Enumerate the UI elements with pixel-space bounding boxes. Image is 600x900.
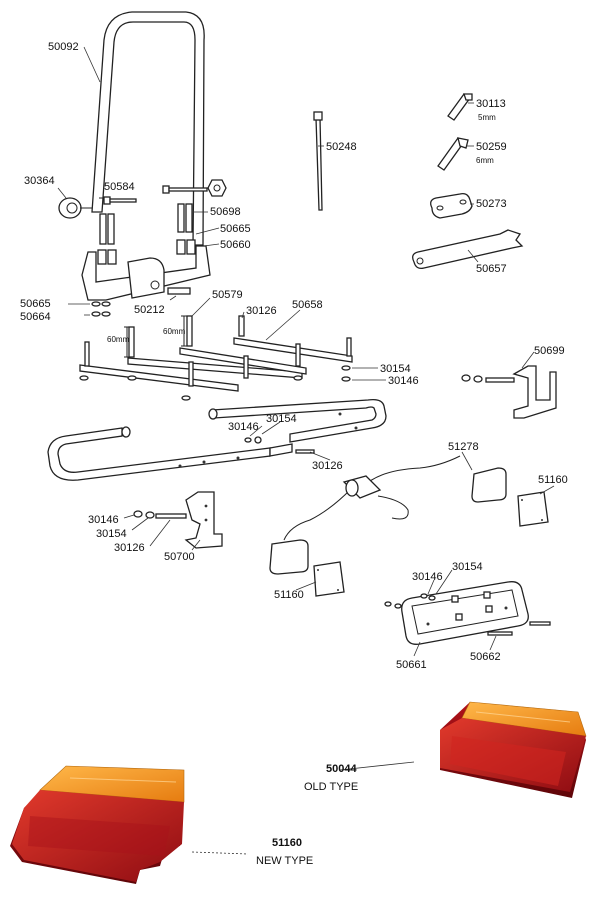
leader-30126-a xyxy=(241,311,245,319)
label-50662: 50662 xyxy=(470,651,501,663)
tubular-frame xyxy=(47,398,387,481)
allen-key-5mm xyxy=(447,93,473,121)
leader-50212 xyxy=(169,295,177,301)
label-30154-left: 30154 xyxy=(96,528,127,540)
label-50665-top: 50665 xyxy=(220,223,251,235)
leader-50699 xyxy=(521,351,535,369)
leader-30146-c xyxy=(123,514,135,519)
spanner-plate xyxy=(430,192,473,219)
lens-cover-right xyxy=(517,491,549,527)
leader-51160-new xyxy=(191,851,249,855)
label-30126-top: 30126 xyxy=(246,305,277,317)
leader-50662 xyxy=(489,635,497,651)
dim-6mm: 6mm xyxy=(476,156,494,165)
cable-tie xyxy=(313,111,323,211)
label-50658: 50658 xyxy=(292,299,323,311)
label-30146-mid: 30146 xyxy=(228,421,259,433)
bolt-with-nut xyxy=(162,179,227,197)
leader-51160-a xyxy=(539,485,555,495)
label-30154-lamp: 30154 xyxy=(452,561,483,573)
leader-50044 xyxy=(339,761,415,771)
leader-50092 xyxy=(83,46,101,83)
dim-5mm: 5mm xyxy=(478,113,496,122)
leader-50700 xyxy=(191,539,201,551)
label-50699: 50699 xyxy=(534,345,565,357)
spacers xyxy=(97,239,196,265)
label-50661: 50661 xyxy=(396,659,427,671)
label-50698: 50698 xyxy=(210,206,241,218)
wrench xyxy=(412,229,524,270)
label-50579: 50579 xyxy=(212,289,243,301)
leader-30154-d xyxy=(435,569,453,595)
label-30364: 30364 xyxy=(24,175,55,187)
label-51160-left: 51160 xyxy=(274,589,304,601)
leader-51278 xyxy=(461,451,473,471)
dimension-60mm-a xyxy=(124,326,130,358)
dimension-60mm-b xyxy=(181,315,187,347)
label-50273: 50273 xyxy=(476,198,507,210)
frame-fixings xyxy=(244,436,315,454)
vertical-bolts xyxy=(99,203,193,245)
label-50248: 50248 xyxy=(326,141,357,153)
clamp-plates xyxy=(79,337,353,401)
label-51160-right: 51160 xyxy=(538,474,568,486)
leader-50661 xyxy=(413,641,421,657)
label-30126-left: 30126 xyxy=(114,542,145,554)
label-50092: 50092 xyxy=(48,41,79,53)
leader-50665-top xyxy=(195,227,220,235)
label-51278: 51278 xyxy=(448,441,479,453)
lens-old-type xyxy=(440,701,587,798)
leader-50657 xyxy=(467,249,479,263)
leader-30364 xyxy=(57,187,67,199)
leader-30126-b xyxy=(309,451,331,461)
washers-left xyxy=(91,301,111,317)
leader-50579 xyxy=(191,297,211,317)
leader-30126-c xyxy=(149,519,171,547)
label-50259: 50259 xyxy=(476,141,507,153)
lamp-bracket-left xyxy=(133,491,223,549)
wiring-harness xyxy=(269,455,507,575)
label-30146-right: 30146 xyxy=(388,375,419,387)
long-bolts xyxy=(128,315,245,358)
label-30113: 30113 xyxy=(476,98,506,110)
leader-51160-b xyxy=(295,581,317,591)
label-50665-left: 50665 xyxy=(20,298,51,310)
leader-30146-b xyxy=(249,425,263,437)
leader-30146-d xyxy=(427,579,435,595)
old-type-code: 50044 xyxy=(326,763,357,775)
new-type-label: NEW TYPE xyxy=(256,855,313,867)
lamp-bracket-right xyxy=(461,365,557,419)
label-30126-mid: 30126 xyxy=(312,460,343,472)
label-50664: 50664 xyxy=(20,311,51,323)
label-50584: 50584 xyxy=(104,181,135,193)
mounting-bracket xyxy=(81,245,211,301)
new-type-code: 51160 xyxy=(272,837,302,849)
label-50700: 50700 xyxy=(164,551,195,563)
lens-cover-left xyxy=(313,561,345,597)
bolt xyxy=(103,196,137,205)
label-50660: 50660 xyxy=(220,239,251,251)
label-50657: 50657 xyxy=(476,263,507,275)
label-30154-mid: 30154 xyxy=(266,413,297,425)
label-30146-lamp: 30146 xyxy=(412,571,443,583)
leader-30154-c xyxy=(131,517,149,531)
knob xyxy=(58,197,92,219)
lens-new-type xyxy=(10,765,185,884)
leader-50658 xyxy=(265,309,301,341)
label-30146-left: 30146 xyxy=(88,514,119,526)
leader-30154-b xyxy=(261,421,281,435)
allen-key-6mm xyxy=(437,137,469,171)
lamp-housing xyxy=(384,581,551,645)
dim-60mm-a: 60mm xyxy=(107,335,130,344)
old-type-label: OLD TYPE xyxy=(304,781,358,793)
dim-60mm-b: 60mm xyxy=(163,327,186,336)
label-50212: 50212 xyxy=(134,304,165,316)
label-30154-right: 30154 xyxy=(380,363,411,375)
